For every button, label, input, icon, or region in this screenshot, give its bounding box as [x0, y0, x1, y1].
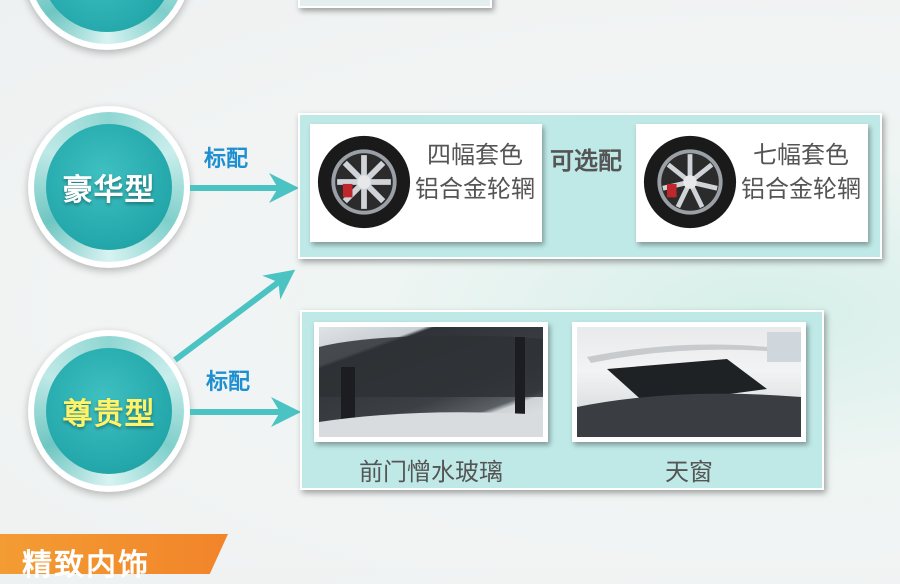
sunroof-image [577, 327, 801, 437]
front-door-caption: 前门憎水玻璃 [359, 458, 503, 486]
features-panel: 前门憎水玻璃 天窗 [300, 310, 824, 490]
seven-spoke-wheel-icon [643, 135, 737, 229]
tier-circle-premium: 尊贵型 [28, 330, 190, 492]
seven-spoke-line2: 铝合金轮辋 [741, 175, 861, 203]
optional-label: 可选配 [550, 147, 622, 175]
wheel-card-four-spoke: 四幅套色 铝合金轮辋 [310, 124, 542, 242]
top-panel-partial [298, 0, 492, 8]
four-spoke-wheel-icon [317, 135, 411, 229]
sunroof-card [572, 322, 806, 442]
wheel-card-seven-spoke: 七幅套色 铝合金轮辋 [636, 124, 868, 242]
tier-circle-luxury: 豪华型 [28, 106, 190, 268]
front-door-card [314, 322, 548, 442]
section-tab [0, 534, 228, 574]
tag-standard-luxury: 标配 [204, 147, 249, 172]
front-door-glass-image [319, 327, 543, 437]
seven-spoke-line1: 七幅套色 [753, 141, 849, 169]
seven-spoke-text: 七幅套色 铝合金轮辋 [734, 138, 868, 206]
tier-label-premium: 尊贵型 [46, 348, 172, 474]
four-spoke-line1: 四幅套色 [427, 141, 523, 169]
four-spoke-text: 四幅套色 铝合金轮辋 [408, 138, 542, 206]
sunroof-caption: 天窗 [665, 458, 713, 486]
wheels-panel: 四幅套色 铝合金轮辋 可选配 七幅套色 铝合金轮辋 [298, 113, 882, 259]
section-title: 精致内饰 [22, 548, 150, 583]
arrow-premium-up [173, 269, 296, 363]
four-spoke-line2: 铝合金轮辋 [415, 175, 535, 203]
tier-label-luxury: 豪华型 [46, 124, 172, 250]
tag-standard-premium: 标配 [206, 370, 251, 395]
